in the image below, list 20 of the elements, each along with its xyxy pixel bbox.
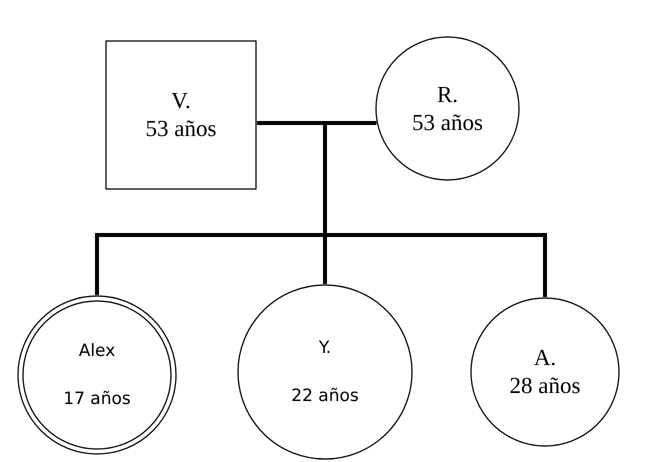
marriage-line [257,121,325,125]
age-text: 28 años [510,373,580,399]
person-circle [375,36,520,181]
name-text: Y. [318,338,332,358]
person-circle [470,297,620,447]
descent-line [95,233,325,295]
name-text: Alex [78,341,116,361]
descent-line [325,233,547,297]
age-text: 17 años [63,389,131,409]
descent-line [323,123,327,235]
person-circle [237,284,413,460]
name-text: A. [534,345,556,371]
age-text: 53 años [412,110,483,136]
index-person-double-circle [17,295,177,455]
age-text: 53 años [146,116,216,142]
age-text: 22 años [291,386,359,406]
person-square [105,40,257,190]
name-text: V. [171,88,191,114]
marriage-line [325,121,376,125]
name-text: R. [436,82,458,108]
